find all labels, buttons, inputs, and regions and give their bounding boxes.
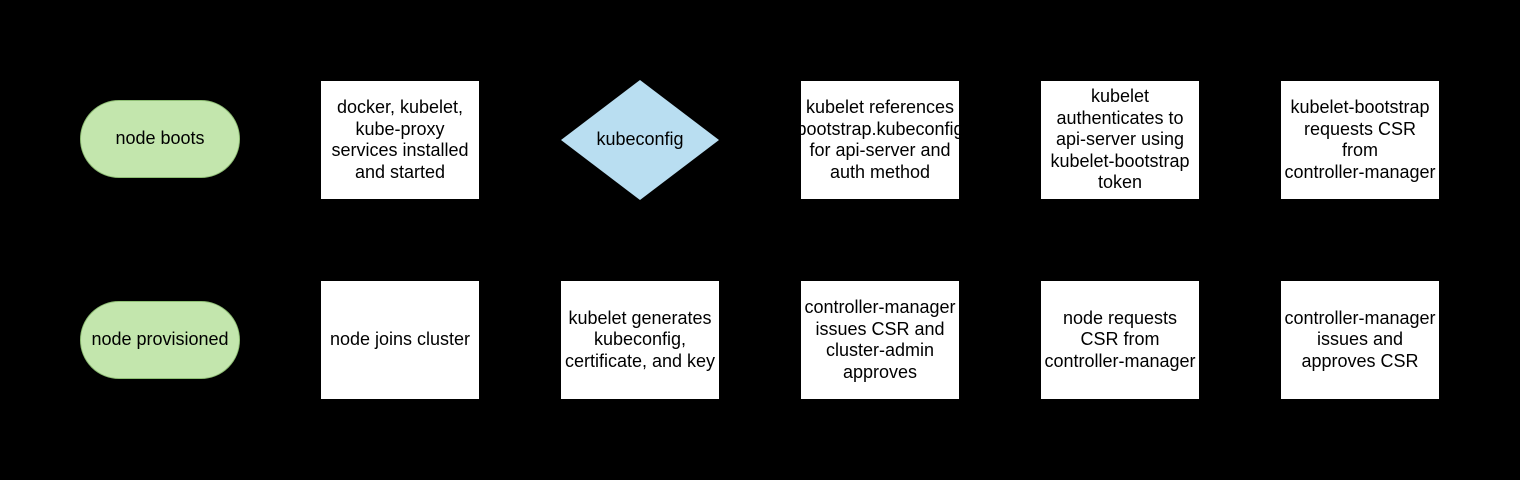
process-kubelet-authenticates: kubelet authenticates to api-server usin… bbox=[1041, 81, 1199, 199]
process-node-requests-csr: node requests CSR from controller-manage… bbox=[1041, 281, 1199, 399]
process-kubelet-authenticates-label: kubelet authenticates to api-server usin… bbox=[1050, 86, 1190, 193]
process-controller-manager-issues-csr-admin-approves: controller-manager issues CSR and cluste… bbox=[801, 281, 959, 399]
terminator-node-boots: node boots bbox=[80, 100, 240, 178]
process-node-joins-cluster-label: node joins cluster bbox=[329, 329, 471, 350]
process-controller-manager-issues-csr-admin-approves-label: controller-manager issues CSR and cluste… bbox=[804, 297, 956, 382]
process-services-installed-label: docker, kubelet, kube-proxy services ins… bbox=[331, 97, 469, 182]
process-kubelet-references-bootstrap-kubeconfig-label: kubelet references bootstrap.kubeconfig … bbox=[796, 97, 964, 182]
decision-kubeconfig-label: kubeconfig bbox=[596, 129, 684, 150]
terminator-node-boots-label: node boots bbox=[115, 128, 205, 149]
terminator-node-provisioned-label: node provisioned bbox=[91, 329, 229, 350]
terminator-node-provisioned: node provisioned bbox=[80, 301, 240, 379]
process-kubelet-references-bootstrap-kubeconfig: kubelet references bootstrap.kubeconfig … bbox=[796, 81, 964, 199]
process-controller-manager-issues-approves-csr: controller-manager issues and approves C… bbox=[1281, 281, 1439, 399]
process-node-joins-cluster: node joins cluster bbox=[321, 281, 479, 399]
process-kubelet-bootstrap-requests-csr: kubelet-bootstrap requests CSR from cont… bbox=[1281, 81, 1439, 199]
process-kubelet-generates-kubeconfig-label: kubelet generates kubeconfig, certificat… bbox=[564, 307, 716, 371]
process-services-installed: docker, kubelet, kube-proxy services ins… bbox=[321, 81, 479, 199]
process-kubelet-generates-kubeconfig: kubelet generates kubeconfig, certificat… bbox=[561, 281, 719, 399]
process-controller-manager-issues-approves-csr-label: controller-manager issues and approves C… bbox=[1284, 307, 1436, 371]
decision-kubeconfig: kubeconfig bbox=[561, 80, 719, 200]
process-node-requests-csr-label: node requests CSR from controller-manage… bbox=[1044, 307, 1196, 371]
process-kubelet-bootstrap-requests-csr-label: kubelet-bootstrap requests CSR from cont… bbox=[1284, 97, 1436, 182]
